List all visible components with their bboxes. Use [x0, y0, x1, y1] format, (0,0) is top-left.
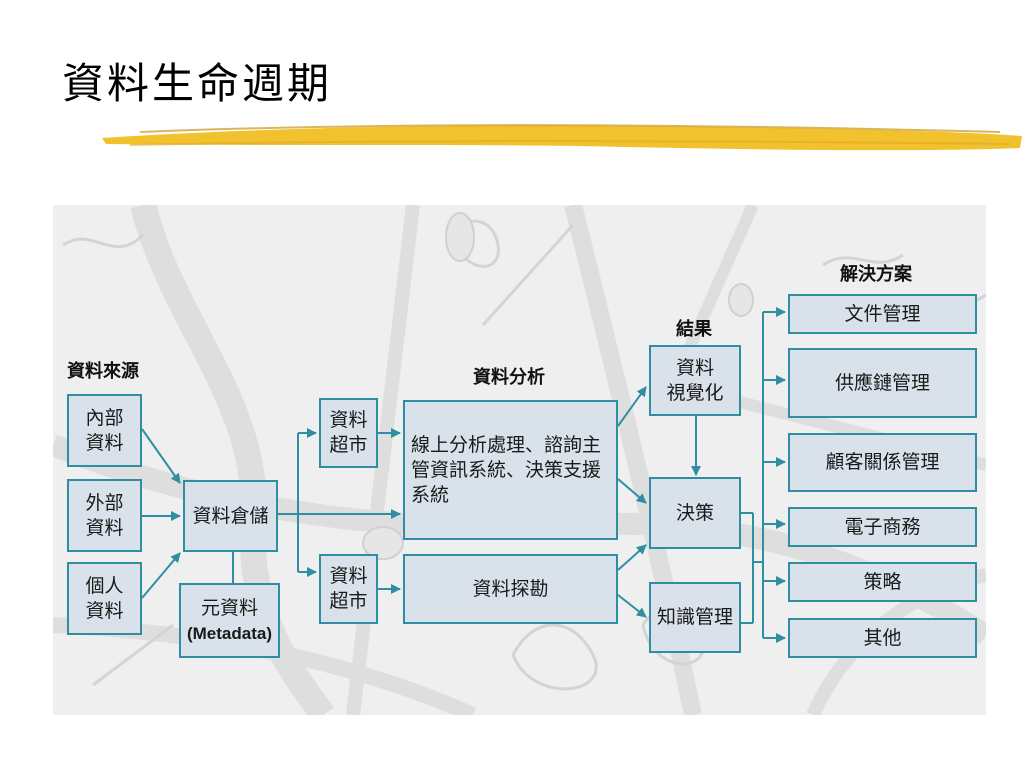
- source-personal-data: 個人 資料: [67, 562, 142, 635]
- slide-title: 資料生命週期: [62, 59, 333, 108]
- metadata-label: 元資料: [200, 597, 258, 619]
- data-lifecycle-diagram: 資料來源 資料分析 結果 解決方案 內部 資料 外部 資料 個人 資料 資料倉儲…: [53, 205, 986, 715]
- source-external-data: 外部 資料: [67, 479, 142, 552]
- solution-other: 其他: [788, 618, 977, 658]
- heading-data-analysis: 資料分析: [473, 367, 545, 388]
- heading-results: 結果: [676, 319, 712, 340]
- decision-box: 決策: [649, 477, 741, 549]
- heading-solutions: 解決方案: [840, 264, 912, 285]
- olap-eis-dss-box: 線上分析處理、諮詢主管資訊系統、決策支援系統: [403, 400, 618, 540]
- data-visualization-box: 資料 視覺化: [649, 345, 741, 416]
- source-internal-data: 內部 資料: [67, 394, 142, 467]
- connector-arrows: [141, 307, 786, 643]
- data-mining-box: 資料探勘: [403, 554, 618, 624]
- solution-customer-relationship-management: 顧客關係管理: [788, 433, 977, 492]
- data-warehouse: 資料倉儲: [183, 480, 278, 552]
- data-mart-lower: 資料 超市: [319, 554, 378, 624]
- metadata-box: 元資料 (Metadata): [179, 583, 280, 658]
- solution-supply-chain-management: 供應鏈管理: [788, 348, 977, 418]
- knowledge-management-box: 知識管理: [649, 582, 741, 653]
- solution-document-management: 文件管理: [788, 294, 977, 334]
- solution-e-commerce: 電子商務: [788, 507, 977, 547]
- heading-data-sources: 資料來源: [67, 361, 139, 382]
- data-mart-upper: 資料 超市: [319, 398, 378, 468]
- metadata-english-label: (Metadata): [186, 623, 272, 643]
- title-underline: [102, 124, 1022, 151]
- solution-strategy: 策略: [788, 562, 977, 602]
